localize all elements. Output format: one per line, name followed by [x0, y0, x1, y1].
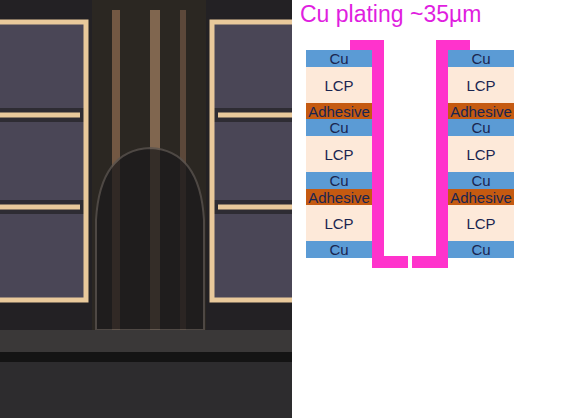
- layer-label: LCP: [324, 216, 353, 231]
- layer-band: Cu: [306, 172, 372, 189]
- layer-label: LCP: [324, 78, 353, 93]
- layer-band: Cu: [448, 241, 514, 258]
- layer-band: Adhesive: [306, 103, 372, 119]
- layer-band: Adhesive: [448, 103, 514, 119]
- layer-band: LCP: [448, 67, 514, 103]
- layer-label: Cu: [329, 173, 348, 188]
- layer-band: Cu: [448, 172, 514, 189]
- layer-label: Adhesive: [308, 190, 370, 205]
- layer-label: LCP: [466, 147, 495, 162]
- layer-label: LCP: [466, 216, 495, 231]
- layer-label: Cu: [329, 51, 348, 66]
- layer-label: Cu: [471, 173, 490, 188]
- layer-label: Adhesive: [308, 104, 370, 119]
- layer-band: Cu: [306, 119, 372, 136]
- layer-band: Cu: [448, 119, 514, 136]
- plating-title: Cu plating ~35µm: [300, 2, 481, 27]
- layer-label: Cu: [471, 120, 490, 135]
- layer-band: Cu: [306, 241, 372, 258]
- layer-band: Adhesive: [448, 189, 514, 205]
- cross-section-photo: [0, 0, 292, 418]
- layer-band: LCP: [448, 136, 514, 172]
- layer-label: Adhesive: [450, 104, 512, 119]
- layer-band: Cu: [448, 50, 514, 67]
- layer-label: Cu: [329, 242, 348, 257]
- layer-band: LCP: [306, 67, 372, 103]
- layer-band: LCP: [306, 136, 372, 172]
- layer-label: Cu: [471, 51, 490, 66]
- layer-band: Adhesive: [306, 189, 372, 205]
- layer-band: Cu: [306, 50, 372, 67]
- layer-label: LCP: [324, 147, 353, 162]
- layer-label: Cu: [471, 242, 490, 257]
- layer-band: LCP: [448, 205, 514, 241]
- layer-band: LCP: [306, 205, 372, 241]
- layer-label: Cu: [329, 120, 348, 135]
- layer-label: Adhesive: [450, 190, 512, 205]
- layer-label: LCP: [466, 78, 495, 93]
